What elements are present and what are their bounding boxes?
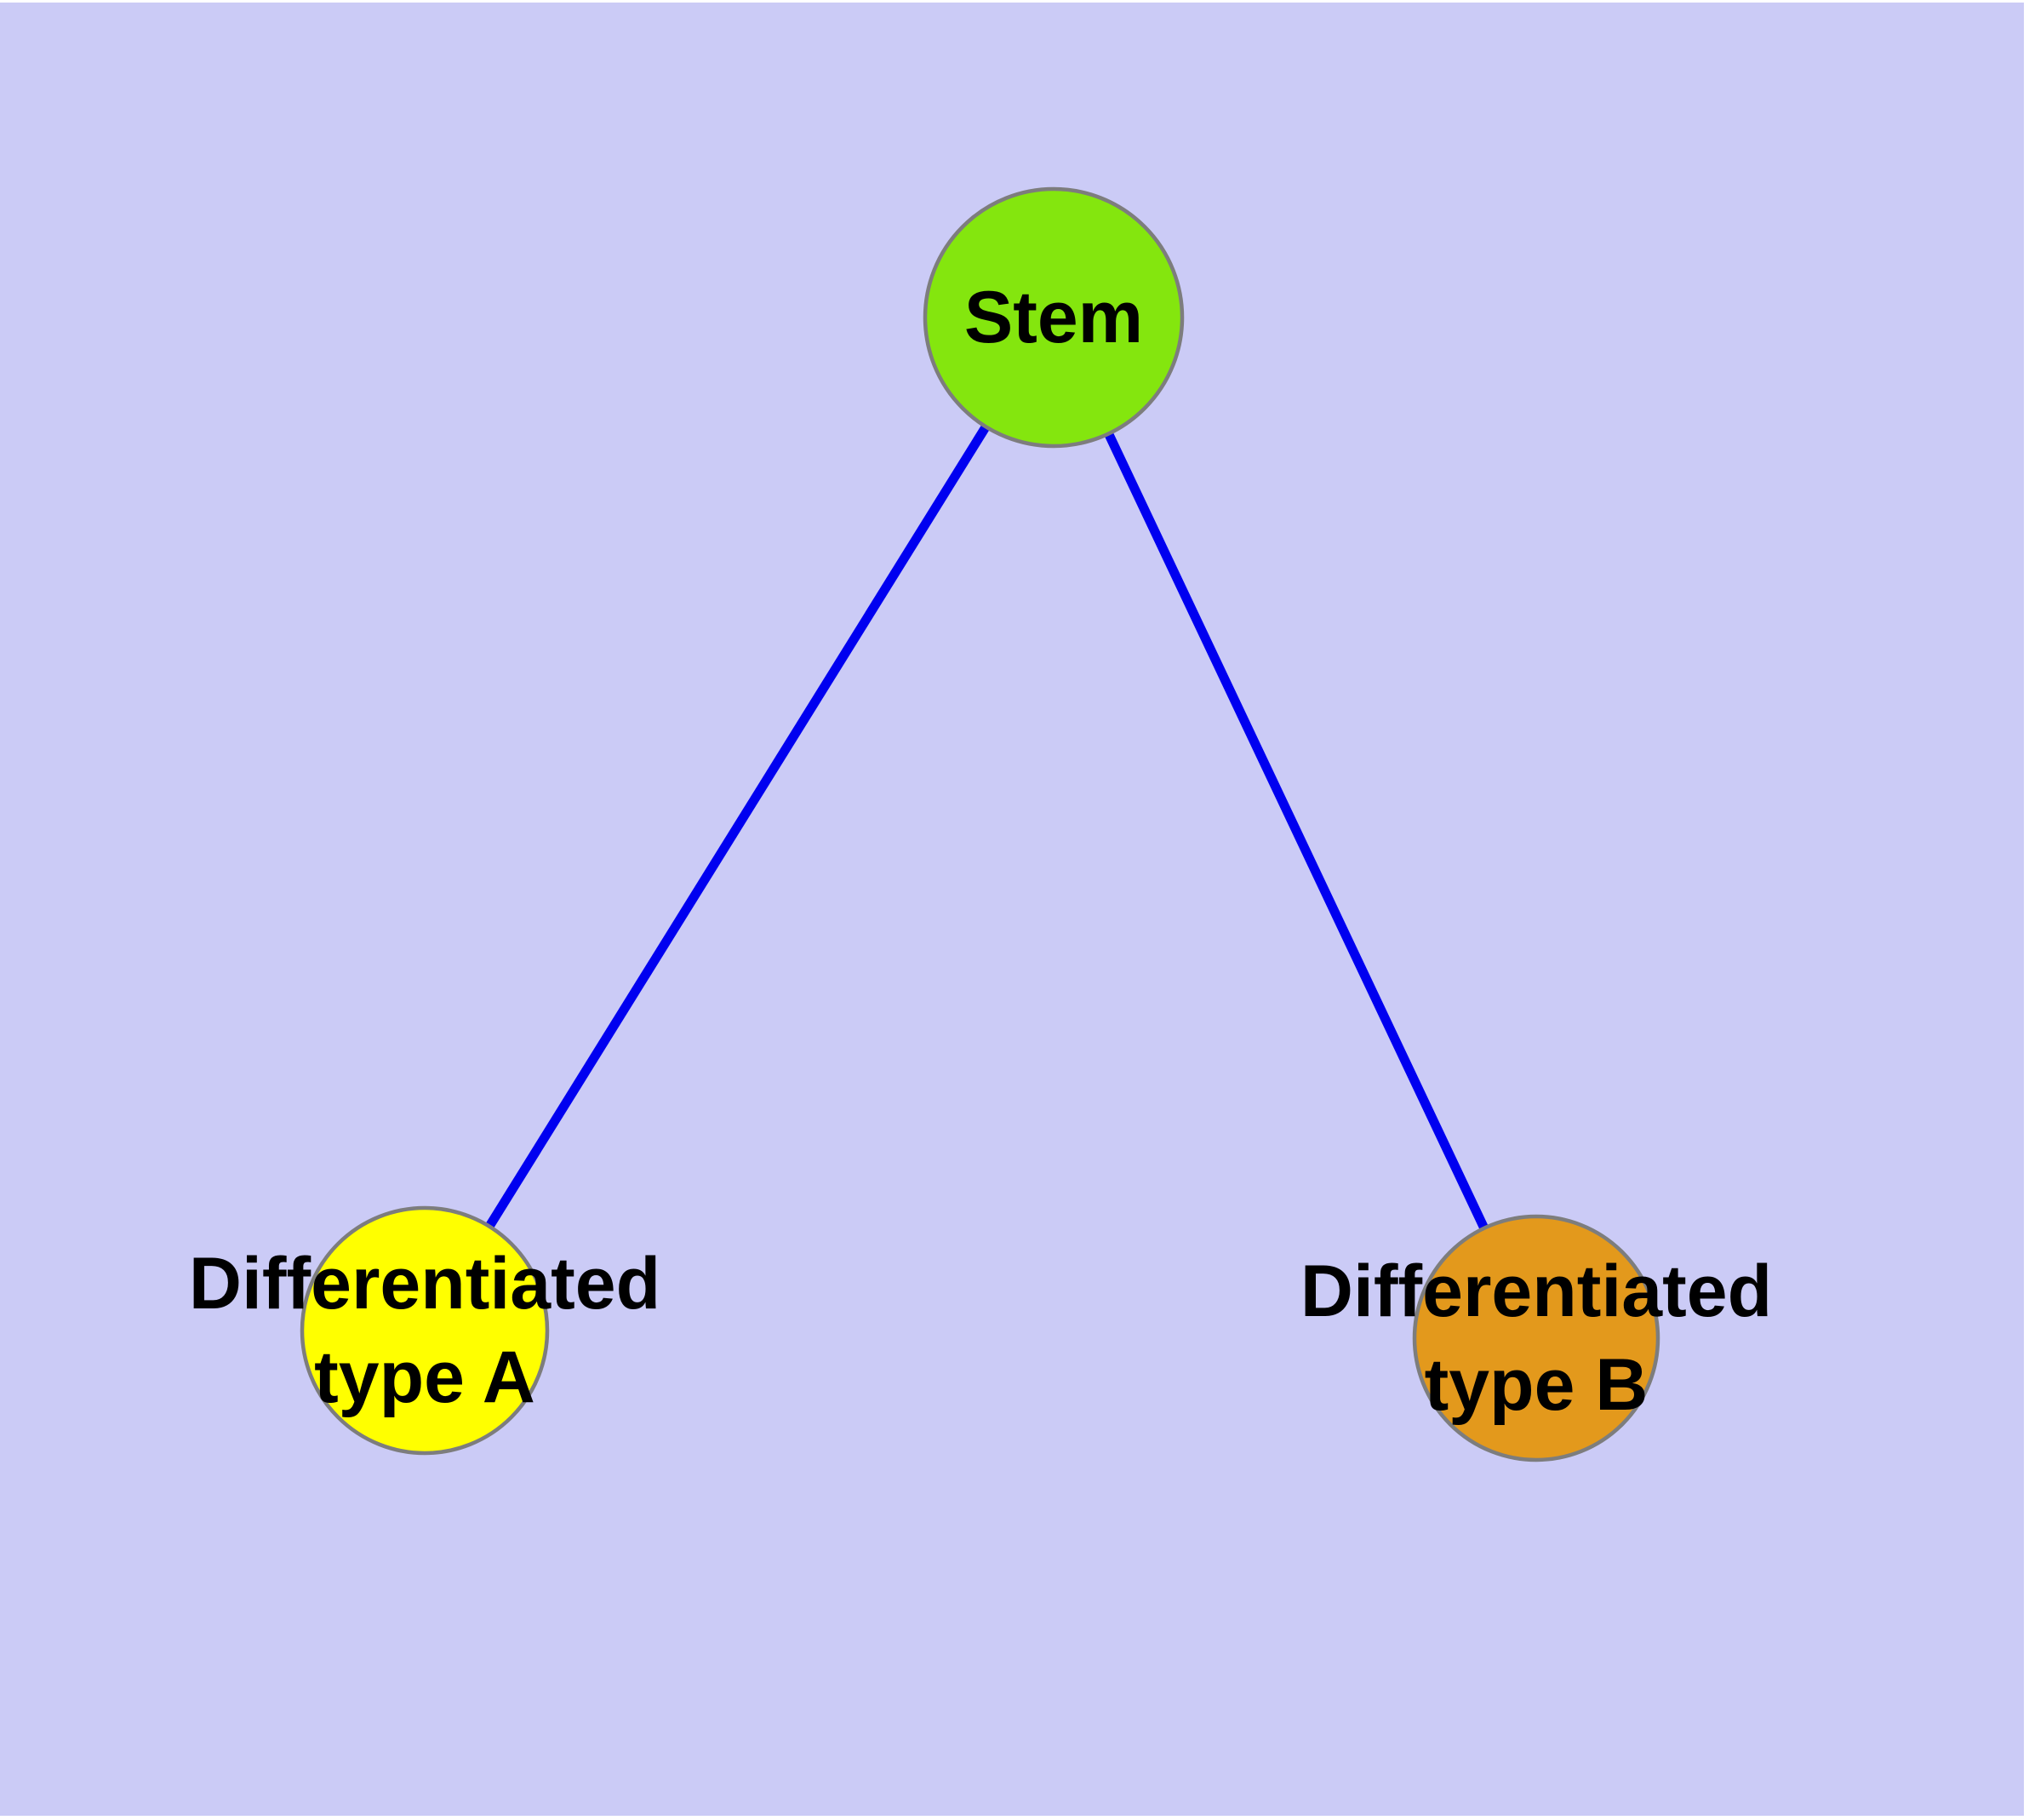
node-label-differentiated-type-a-line1: Differentiated: [189, 1243, 660, 1325]
node-label-differentiated-type-b-line2: type B: [1425, 1344, 1649, 1426]
node-differentiated-type-b[interactable]: [1412, 1214, 1660, 1462]
node-label-differentiated-type-b-line1: Differentiated: [1300, 1251, 1772, 1332]
node-label-stem-line1: Stem: [964, 277, 1143, 358]
node-differentiated-type-a[interactable]: [300, 1205, 550, 1456]
edge-stem-differentiated-type-a[interactable]: [420, 315, 1058, 1333]
node-stem[interactable]: [923, 186, 1185, 449]
edge-stem-differentiated-type-b[interactable]: [1049, 315, 1540, 1341]
node-label-differentiated-type-a-line2: type A: [314, 1336, 535, 1418]
